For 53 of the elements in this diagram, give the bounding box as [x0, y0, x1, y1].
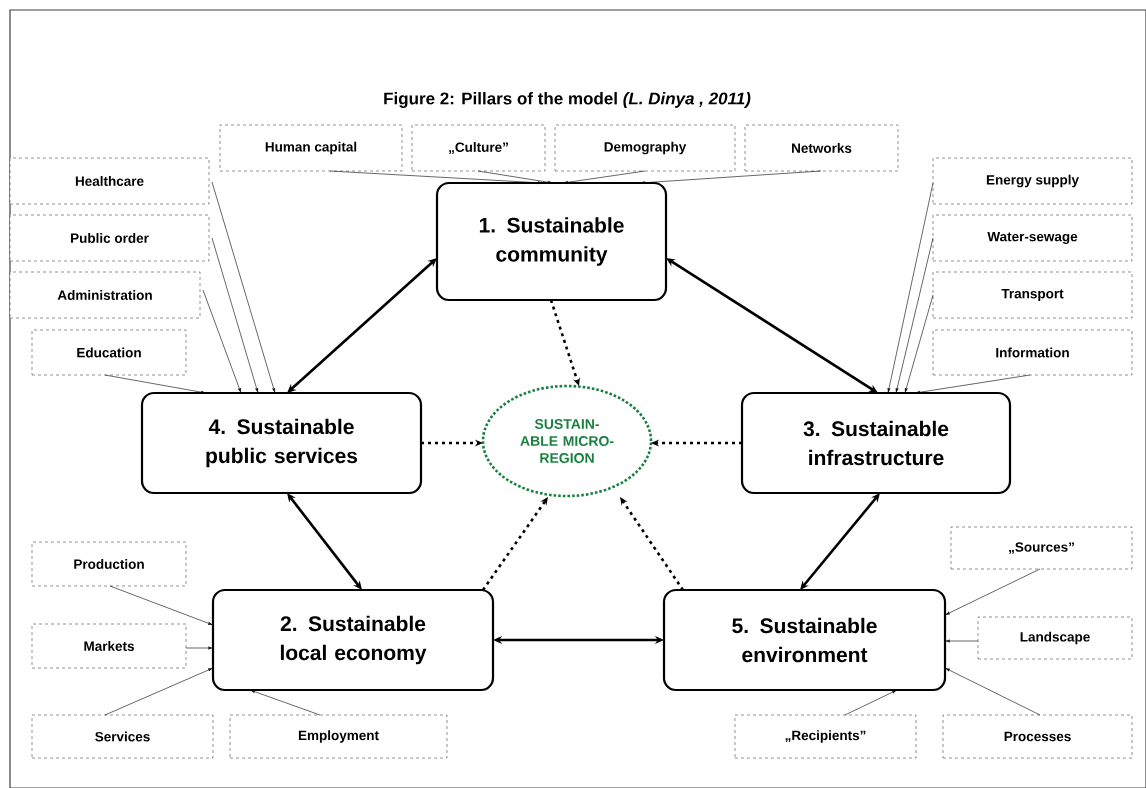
pillar-box: 5. Sustainable environment: [662, 588, 947, 692]
leader-arrow: [844, 690, 897, 716]
factor-box: „Recipients”: [734, 714, 917, 759]
factor-box: Landscape: [977, 616, 1133, 660]
pillar-box: 2. Sustainable local economy: [211, 588, 495, 692]
leader-arrow: [211, 237, 258, 393]
factor-box: Energy supply: [932, 157, 1133, 205]
leader-arrow: [904, 294, 934, 393]
factor-box: Education: [31, 329, 187, 376]
leader-arrow: [185, 646, 213, 650]
pillar-box: 1. Sustainable community: [435, 181, 668, 302]
leader-arrow: [895, 237, 934, 393]
factor-box: Markets: [31, 623, 187, 669]
double-arrow: [287, 258, 437, 393]
leader-arrow: [329, 170, 543, 185]
leader-arrow: [250, 690, 321, 716]
leader-arrow: [887, 182, 934, 393]
factor-box: Demography: [554, 124, 736, 172]
double-arrow: [666, 258, 878, 393]
leader-arrow: [202, 289, 241, 393]
leader-arrow: [109, 585, 213, 625]
factor-box: Transport: [932, 271, 1133, 319]
leader-arrow: [477, 170, 553, 184]
factor-box: Human capital: [219, 124, 403, 172]
double-arrow: [287, 493, 362, 590]
factor-box: Networks: [744, 124, 899, 172]
leader-arrow: [945, 568, 1041, 615]
factor-box: Processes: [942, 714, 1133, 759]
factor-box: „Culture”: [411, 124, 546, 172]
dotted-arrow: [620, 497, 685, 591]
factor-box: Administration: [9, 271, 201, 319]
factor-box: Healthcare: [9, 157, 210, 205]
factor-box: „Sources”: [950, 526, 1133, 570]
factor-box: Information: [932, 329, 1133, 376]
leader-arrow: [104, 374, 206, 394]
leader-arrow: [563, 170, 646, 184]
factor-box: Employment: [229, 714, 448, 759]
pillar-box: 3. Sustainable infrastructure: [740, 391, 1012, 495]
factor-box: Public order: [9, 214, 210, 262]
factor-box: Water-sewage: [932, 214, 1133, 262]
factor-box: Services: [31, 714, 214, 759]
dotted-arrow: [549, 299, 580, 386]
pillar-box: 4. Sustainable public services: [140, 391, 423, 495]
leader-arrow: [945, 639, 979, 643]
leader-arrow: [945, 668, 1041, 716]
factor-box: Production: [31, 541, 187, 587]
leader-arrow: [640, 170, 822, 185]
leader-arrow: [915, 374, 1031, 394]
figure-title: Figure 2: Pillars of the model (L. Dinya , 2011): [384, 92, 751, 108]
double-arrow: [800, 493, 880, 590]
leader-arrow: [104, 668, 213, 716]
dotted-arrow: [481, 497, 548, 591]
leader-arrow: [211, 181, 275, 393]
